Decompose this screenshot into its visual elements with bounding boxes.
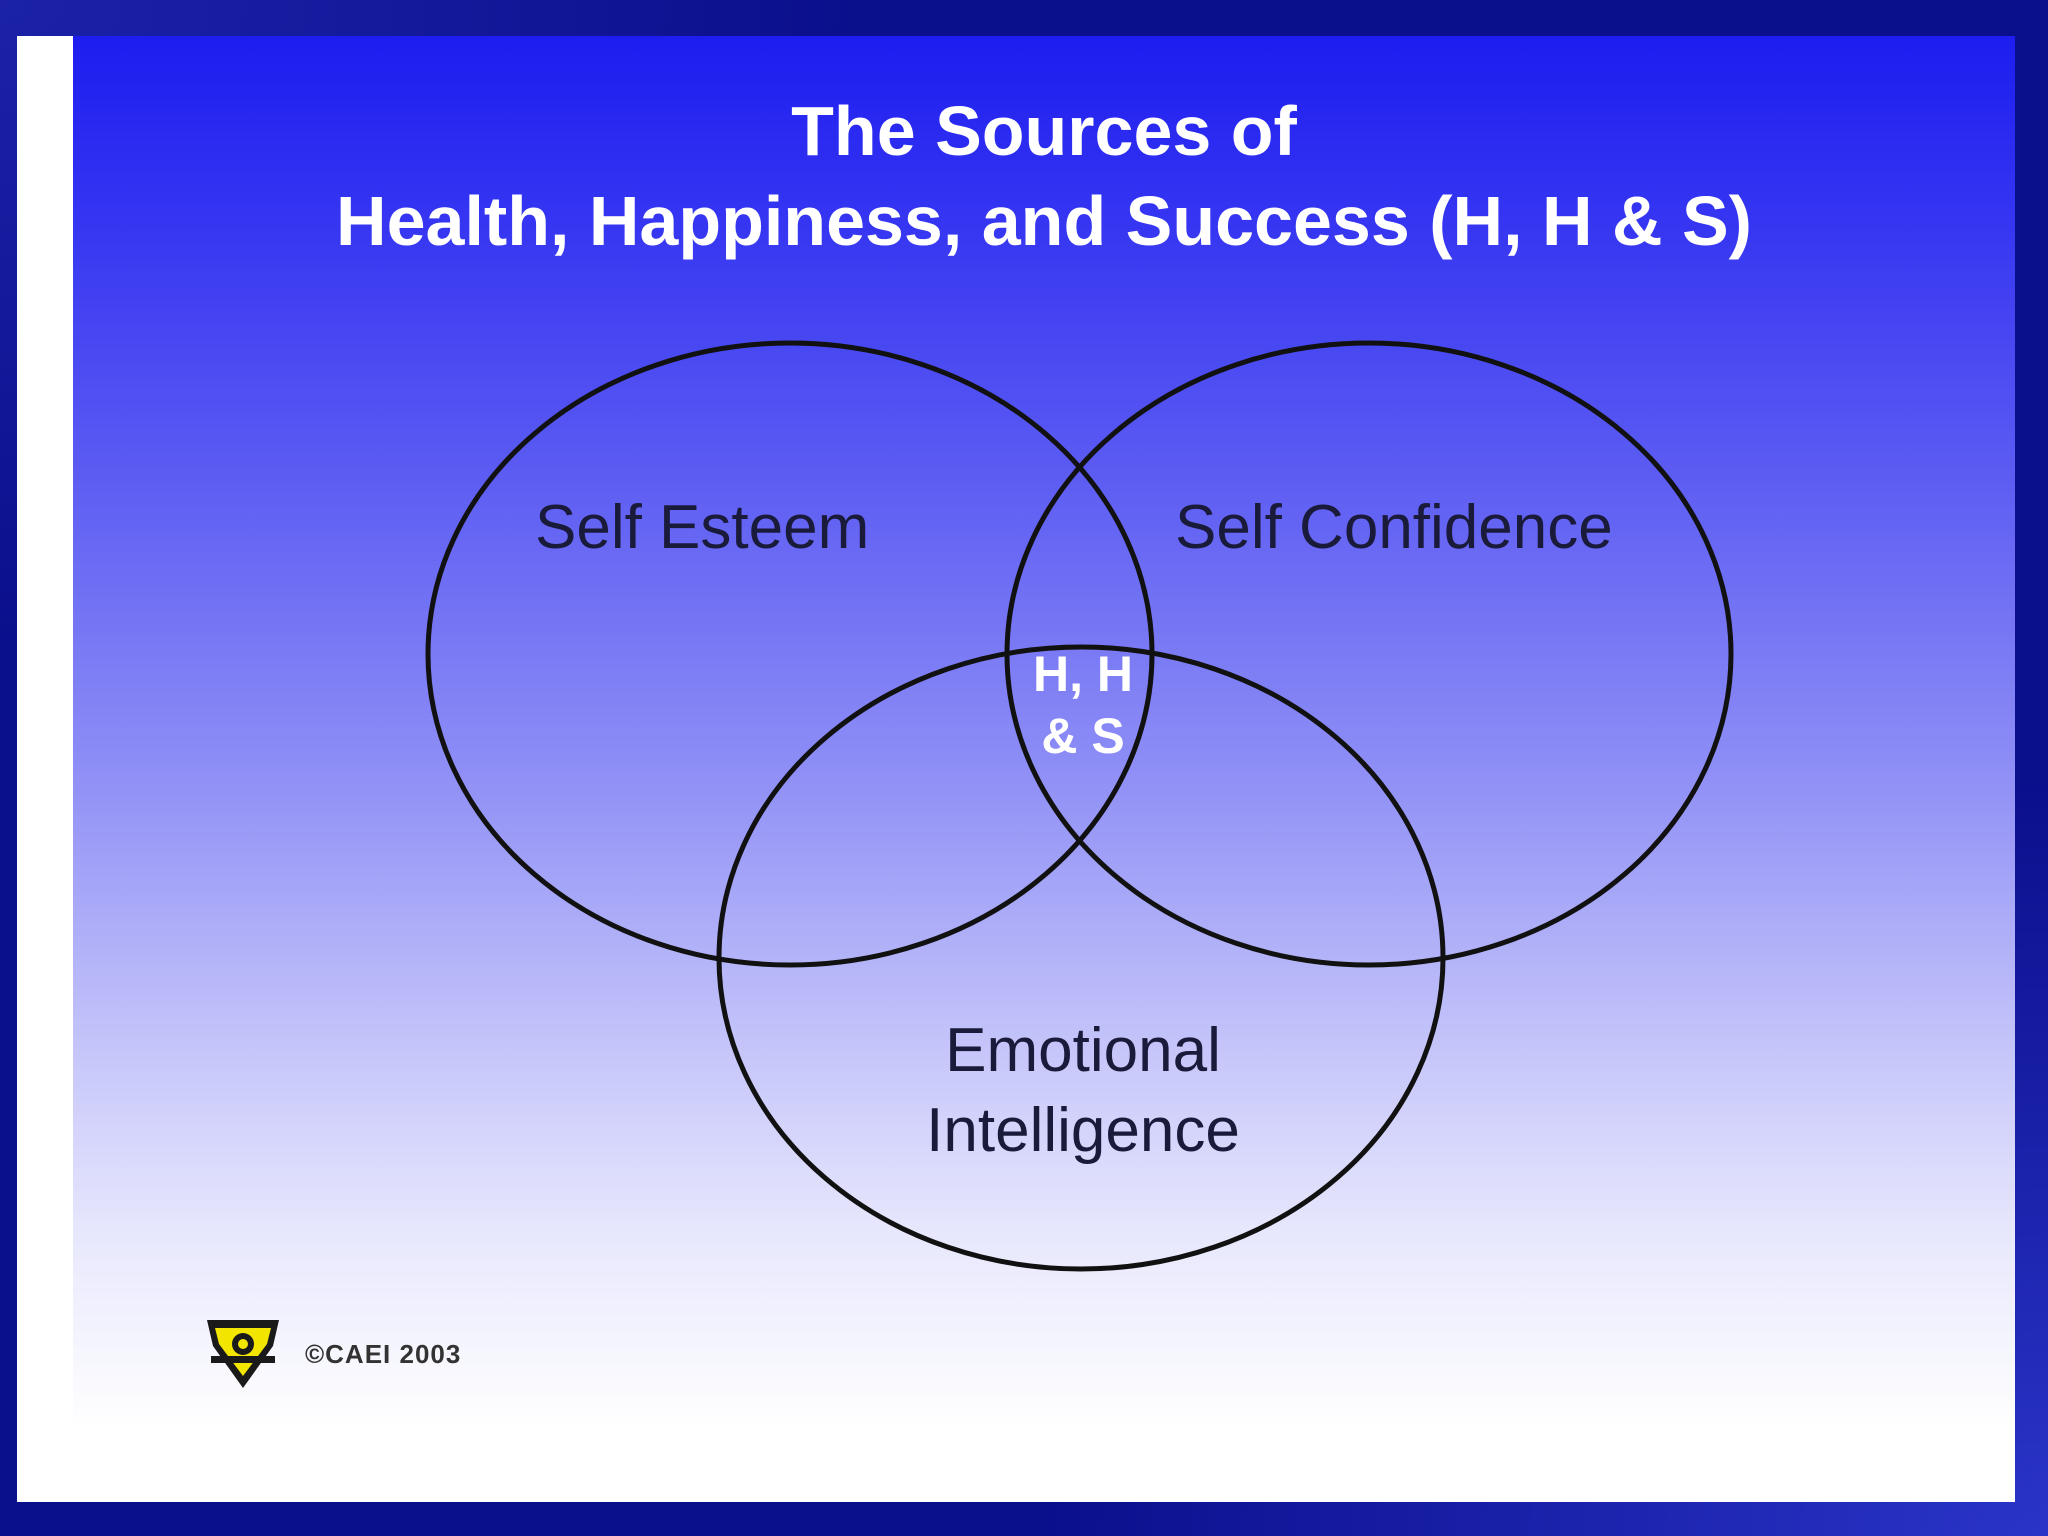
slide-footer: ©CAEI 2003 [203, 1316, 461, 1392]
label-self-confidence: Self Confidence [1175, 493, 1613, 562]
intersection-line-1: H, H [1033, 646, 1133, 702]
label-emotional-intelligence: Emotional Intelligence [853, 1011, 1313, 1171]
label-emotional-line-1: Emotional [945, 1016, 1221, 1085]
copyright-text: ©CAEI 2003 [305, 1338, 462, 1369]
slide: The Sources of Health, Happiness, and Su… [73, 36, 2015, 1502]
circle-emotional-intelligence [716, 644, 1446, 1272]
slide-left-edge [17, 36, 73, 1502]
title-line-2: Health, Happiness, and Success (H, H & S… [336, 182, 1752, 260]
venn-diagram [425, 340, 1734, 1272]
slide-title: The Sources of Health, Happiness, and Su… [73, 86, 2015, 266]
intersection-line-2: & S [1041, 708, 1125, 764]
title-line-1: The Sources of [791, 92, 1297, 170]
caei-emblem-icon [207, 1320, 279, 1388]
label-emotional-line-2: Intelligence [926, 1096, 1240, 1165]
intersection-label: H, H & S [1003, 643, 1163, 767]
label-self-esteem: Self Esteem [535, 493, 870, 562]
